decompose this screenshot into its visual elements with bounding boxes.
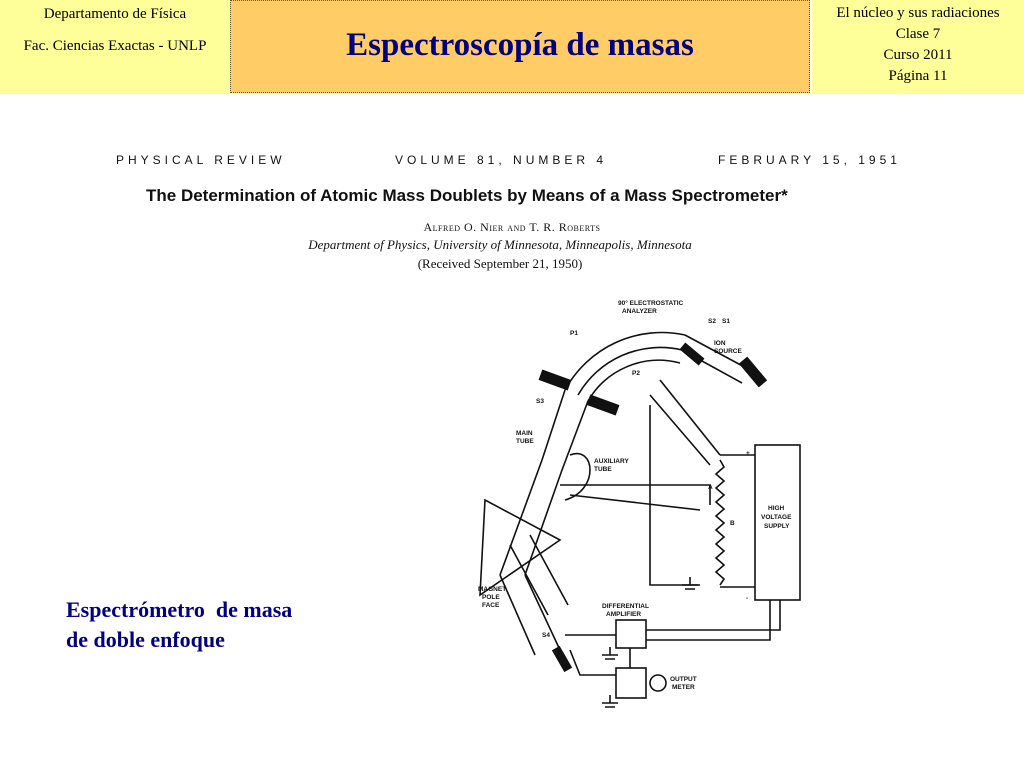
flange-2: [586, 394, 620, 416]
resistor-divider: [714, 459, 726, 586]
faculty-label: Fac. Ciencias Exactas - UNLP: [23, 38, 207, 54]
label-b: B: [730, 520, 735, 527]
high-voltage-supply-box: [754, 444, 801, 601]
journal-volume: VOLUME 81, NUMBER 4: [395, 153, 608, 167]
label-differential: DIFFERENTIAL: [602, 603, 649, 610]
analyzer-mid-arc: [577, 346, 683, 396]
ground-symbol-1: [602, 647, 618, 660]
label-s4: S4: [542, 632, 550, 639]
label-s3: S3: [536, 398, 544, 405]
label-aux-tube: TUBE: [594, 466, 612, 473]
label-minus: -: [746, 595, 748, 602]
label-analyzer-2: ANALYZER: [622, 308, 657, 315]
department-label: Departamento de Física: [43, 6, 187, 22]
paper-title: The Determination of Atomic Mass Doublet…: [146, 186, 788, 205]
class-number: Clase 7: [895, 26, 941, 42]
course-name: El núcleo y sus radiaciones: [836, 5, 1000, 21]
journal-name: PHYSICAL REVIEW: [116, 153, 286, 167]
analyzer-inner-arc: [587, 359, 681, 402]
supply-connections: [720, 454, 755, 588]
label-p2: P2: [632, 370, 640, 377]
ground-symbol-3: [682, 577, 698, 590]
label-output: OUTPUT: [670, 676, 697, 683]
header-title-panel: Espectroscopía de masas: [230, 0, 810, 93]
collector-wires: [565, 634, 616, 676]
course-year: Curso 2011: [883, 47, 953, 63]
magnet-pole-face: [479, 498, 562, 597]
label-plus: +: [746, 450, 750, 457]
ground-wire: [649, 405, 700, 586]
flange-4: [679, 342, 705, 366]
label-s1: S1: [722, 318, 730, 325]
output-meter-box: [615, 667, 647, 699]
paper-authors: Alfred O. Nier and T. R. Roberts: [423, 220, 601, 234]
label-auxiliary: AUXILIARY: [594, 458, 629, 465]
label-magnet: MAGNET: [478, 586, 506, 593]
header-right-panel: El núcleo y sus radiaciones Clase 7 Curs…: [812, 0, 1024, 94]
label-ion: ION: [714, 340, 726, 347]
lower-tube: [499, 574, 561, 656]
flange-3: [738, 356, 768, 388]
aux-wires: [560, 484, 711, 511]
label-meter: METER: [672, 684, 695, 691]
label-amplifier: AMPLIFIER: [606, 611, 641, 618]
label-p1: P1: [570, 330, 578, 337]
ground-symbol-2: [602, 695, 618, 708]
differential-amplifier-box: [615, 619, 647, 649]
page-number: Página 11: [888, 68, 948, 84]
magnet-beam-path: [509, 534, 569, 616]
label-main-tube: TUBE: [516, 438, 534, 445]
label-supply: SUPPLY: [764, 523, 790, 530]
label-s2: S2: [708, 318, 716, 325]
label-pole: POLE: [482, 594, 500, 601]
caption-line-1: Espectrómetro de masa: [66, 597, 293, 622]
label-main: MAIN: [516, 430, 533, 437]
flange-5: [551, 645, 573, 673]
mass-spectrometer-diagram: 90° ELECTROSTATIC ANALYZER ION SOURCE S2…: [478, 299, 801, 708]
auxiliary-tube: [564, 452, 591, 501]
label-face: FACE: [482, 602, 500, 609]
header-left-panel: Departamento de Física Fac. Ciencias Exa…: [0, 0, 230, 94]
label-a: A: [708, 484, 713, 491]
output-meter-dial: [649, 674, 667, 692]
analyzer-outer-arc: [564, 331, 686, 391]
flange-1: [538, 369, 572, 391]
caption-line-2: de doble enfoque: [66, 627, 225, 652]
journal-date: FEBRUARY 15, 1951: [718, 153, 901, 167]
slide-title: Espectroscopía de masas: [346, 27, 694, 63]
main-tube: [499, 389, 589, 576]
diagram-caption: Espectrómetro de masa de doble enfoque: [66, 595, 292, 655]
paper-received-date: (Received September 21, 1950): [417, 256, 583, 271]
amplifier-supply-wires: [646, 600, 781, 641]
label-voltage: VOLTAGE: [761, 514, 792, 521]
paper-affiliation: Department of Physics, University of Min…: [308, 237, 692, 252]
label-analyzer: 90° ELECTROSTATIC: [618, 299, 684, 307]
label-source: SOURCE: [714, 348, 742, 355]
label-high: HIGH: [768, 505, 785, 512]
plate-wires: [649, 379, 721, 466]
